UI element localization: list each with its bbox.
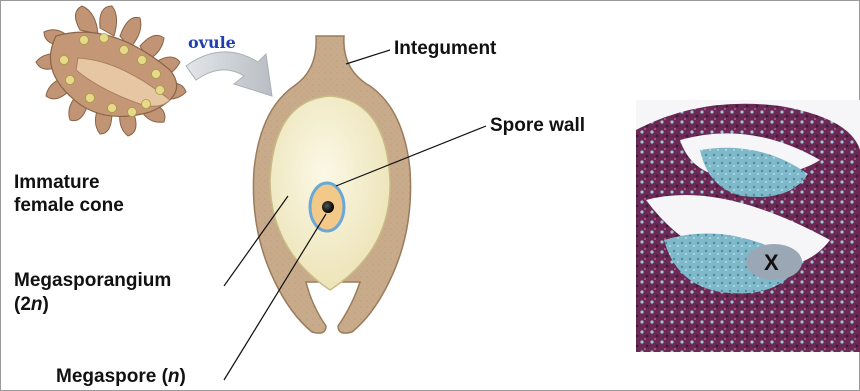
ploidy-n: n (31, 294, 43, 315)
megaspore-text: Megaspore ( (56, 366, 168, 387)
micrograph-x-marker: X (764, 250, 779, 276)
immature-cone-label-line2: female cone (14, 195, 124, 217)
spore-wall-label: Spore wall (490, 115, 585, 137)
immature-female-cone (36, 6, 186, 136)
immature-cone-label-line1: Immature (14, 172, 100, 194)
ovule-label: ovule (188, 33, 236, 52)
megaspore-n: n (168, 366, 180, 387)
ploidy-open: (2 (14, 294, 31, 315)
megasporangium-ploidy: (2n) (14, 294, 49, 316)
ovule-diagram (253, 36, 410, 333)
integument-label: Integument (394, 38, 496, 60)
micrograph (636, 100, 860, 352)
curved-arrow (186, 52, 272, 96)
ploidy-close: ) (43, 294, 49, 315)
megasporangium-label: Megasporangium (14, 270, 171, 292)
megaspore-nucleus (322, 201, 334, 213)
megaspore-label: Megaspore (n) (56, 366, 186, 388)
megaspore-close: ) (180, 366, 186, 387)
